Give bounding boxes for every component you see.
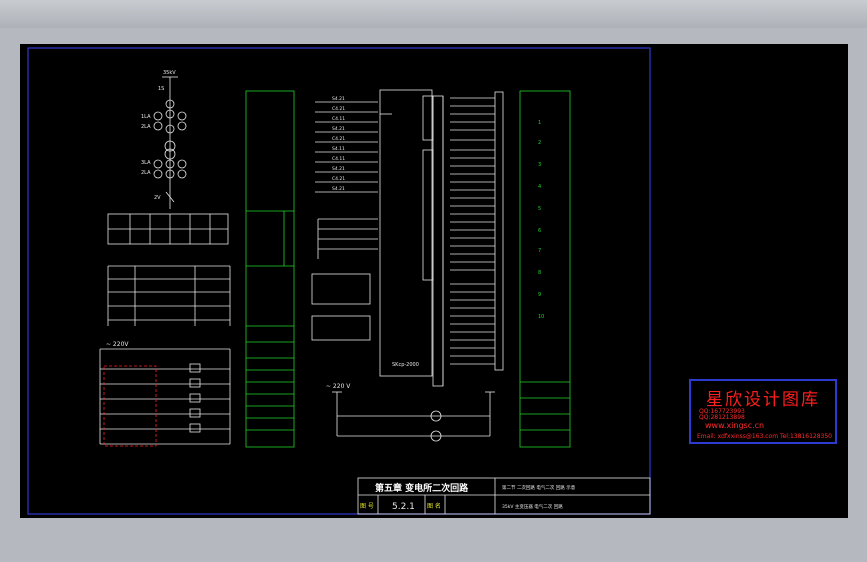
primary-single-line [99,76,231,445]
watermark-qq1: QQ:167723993 [699,408,745,415]
watermark-site: www.xingsc.cn [705,421,765,430]
right-terminal-numbers: 1 2 3 4 5 6 7 8 9 10 [538,120,544,320]
svg-text:6: 6 [538,228,541,234]
svg-text:1: 1 [538,120,541,126]
watermark-logo: 星欣设计图库 QQ:167723993 QQ:281213898 www.xin… [689,379,837,444]
svg-text:2LA: 2LA [141,124,151,130]
title-sub: 第二节 二次回路 电气二次 回路 示意 [502,484,576,491]
drawing-no: 5.2.1 [392,502,415,512]
svg-text:C4.21: C4.21 [332,106,345,112]
sheet-label: 图 名 [427,502,441,510]
svg-text:2: 2 [538,140,541,146]
watermark-mail: Email: xdfxxinss@163.com Tel:13816128350 [697,433,832,440]
svg-text:3LA: 3LA [141,160,151,166]
signal-line-labels: S4.21 C4.21 C4.11 S4.21 C4.21 S4.11 C4.1… [332,96,345,192]
drawing-no-label: 图 号 [360,503,374,510]
device-label: SKcp-2000 [392,362,419,368]
svg-text:8: 8 [538,270,541,276]
voltage-top-label: 35kV [163,70,176,76]
watermark-title: 星欣设计图库 [706,390,820,410]
voltage-dc-left-label: ~ 220V [106,341,129,348]
svg-text:C4.11: C4.11 [332,116,345,122]
svg-text:S4.21: S4.21 [332,126,345,132]
title-block [357,477,651,515]
svg-text:S4.21: S4.21 [332,96,345,102]
left-tags: 1S 1LA 2LA 3LA 2LA 2V [141,86,164,201]
sheet-desc: 35kV 主变压器 电气二次 回路 [502,503,563,510]
svg-text:S4.11: S4.11 [332,146,345,152]
svg-text:C4.21: C4.21 [332,176,345,182]
title-main: 第五章 变电所二次回路 [375,482,469,494]
schematic-drawing: 35kV ~ 220V 1S 1LA 2LA 3LA 2LA 2V [27,47,651,515]
window-titlebar [0,0,867,28]
cad-drawing-canvas[interactable]: 35kV ~ 220V 1S 1LA 2LA 3LA 2LA 2V [20,44,848,518]
dashed-control-switch [103,365,157,447]
svg-text:S4.21: S4.21 [332,186,345,192]
watermark-qq2: QQ:281213898 [699,414,745,421]
svg-text:S4.21: S4.21 [332,166,345,172]
green-column-right [519,90,571,448]
svg-text:2LA: 2LA [141,170,151,176]
svg-text:C4.11: C4.11 [332,156,345,162]
svg-text:2V: 2V [154,195,161,201]
drawing-frame [27,47,651,515]
voltage-dc-bottom-label: ~ 220 V [326,383,351,390]
svg-text:9: 9 [538,292,541,298]
svg-text:7: 7 [538,248,541,254]
signal-wiring [311,89,504,442]
svg-text:5: 5 [538,206,541,212]
svg-text:1LA: 1LA [141,114,151,120]
green-column-left [245,90,295,448]
svg-text:C4.21: C4.21 [332,136,345,142]
svg-text:10: 10 [538,314,544,320]
svg-text:4: 4 [538,184,541,190]
svg-text:3: 3 [538,162,541,168]
svg-text:1S: 1S [158,86,164,92]
